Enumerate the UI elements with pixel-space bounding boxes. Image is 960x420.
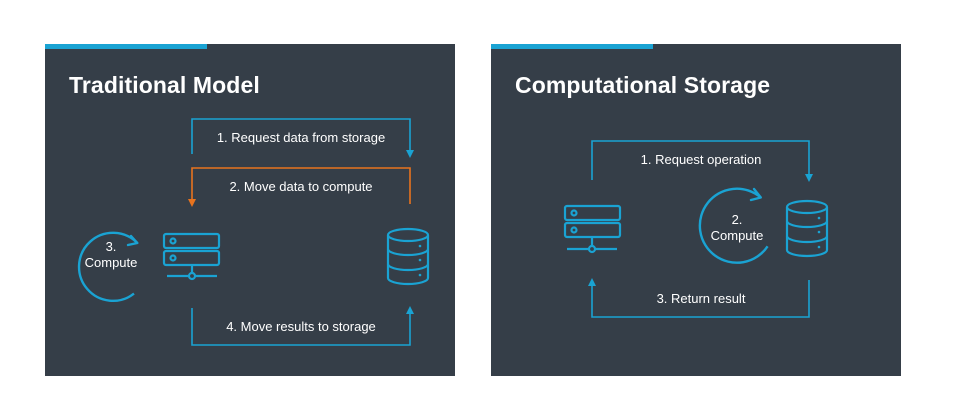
step-request-label: 1. Request data from storage — [217, 130, 385, 145]
return-result-arrow — [588, 278, 810, 318]
database-icon — [386, 227, 430, 286]
request-operation-arrow — [591, 140, 813, 182]
computational-diagram: 1. Request operation 3. Return result 2.… — [563, 140, 829, 318]
compute-step-word: Compute — [85, 255, 138, 270]
step-return-label: 3. Return result — [657, 291, 746, 306]
panel-title: Traditional Model — [69, 72, 260, 98]
database-icon — [785, 199, 829, 258]
panel-accent-bar — [45, 44, 207, 49]
compute-step-number: 2. — [732, 212, 743, 227]
server-icon — [162, 232, 221, 281]
step-request-label: 1. Request operation — [641, 152, 762, 167]
computational-storage-panel: Computational Storage 1. Request operati… — [491, 44, 901, 376]
move-results-arrow — [191, 306, 414, 346]
traditional-model-panel: Traditional Model 1. Request data from s… — [45, 44, 455, 376]
step-move-label: 2. Move data to compute — [229, 179, 372, 194]
step-results-label: 4. Move results to storage — [226, 319, 376, 334]
panel-accent-bar — [491, 44, 653, 49]
cycle-arrow-icon — [77, 231, 139, 303]
compute-step-number: 3. — [106, 239, 117, 254]
move-data-arrow — [188, 167, 411, 207]
panel-title: Computational Storage — [515, 72, 771, 98]
traditional-diagram: 1. Request data from storage 2. Move dat… — [77, 118, 430, 346]
request-data-arrow — [191, 118, 414, 158]
server-icon — [563, 204, 622, 254]
compute-step-word: Compute — [711, 228, 764, 243]
cycle-arrow-icon — [698, 187, 769, 264]
